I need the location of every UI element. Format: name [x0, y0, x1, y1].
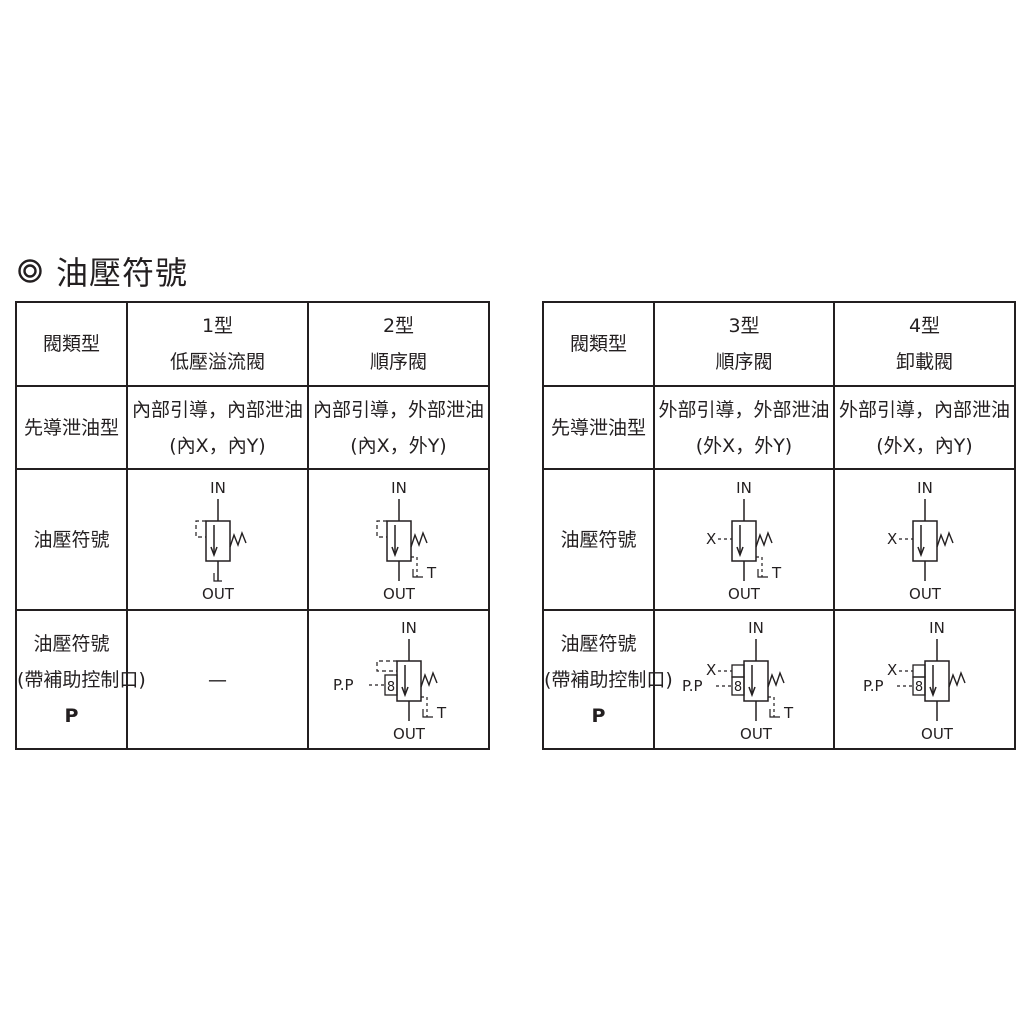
- pp-label: P.P: [682, 677, 703, 695]
- pp-label: P.P: [863, 677, 884, 695]
- in-label: IN: [210, 479, 226, 497]
- empty-mark: —: [126, 609, 309, 750]
- valve-symbol-type1: IN OUT: [194, 479, 247, 603]
- x-label: X: [887, 530, 897, 548]
- symbol-cell: IN OUT: [126, 468, 309, 611]
- out-label: OUT: [393, 725, 426, 743]
- x-label: X: [706, 661, 716, 679]
- in-label: IN: [401, 619, 417, 637]
- valve-name: 順序閥: [369, 351, 427, 373]
- valve-type: 2型: [382, 315, 415, 337]
- pp-mark: 8: [386, 680, 394, 695]
- row-label-line2: (帶補助控制口): [17, 668, 146, 691]
- title-block: 油壓符號: [18, 248, 188, 294]
- t-label: T: [426, 564, 437, 582]
- pilot-line2: (內X，外Y): [350, 434, 447, 457]
- pilot-cell: 內部引導，內部泄油 (內X，內Y): [126, 385, 309, 470]
- pilot-line2: (內X，內Y): [169, 434, 266, 457]
- row-label-line1: 油壓符號: [560, 632, 637, 655]
- valve-symbol-type2-aux: IN 8 P.P T OUT: [333, 619, 447, 743]
- symbol-cell: IN X T OUT: [653, 468, 835, 611]
- in-label: IN: [748, 619, 764, 637]
- column-header: 2型 順序閥: [307, 301, 490, 387]
- valve-table-right: 閥類型 3型 順序閥 4型 卸載閥 先導泄油型 外部引導，外部泄油 (外X，外Y…: [542, 301, 1016, 750]
- pilot-line1: 外部引導，外部泄油: [658, 398, 830, 421]
- pilot-line1: 內部引導，內部泄油: [131, 398, 303, 421]
- row-label-line1: 油壓符號: [33, 632, 110, 655]
- valve-symbol-type4: IN X OUT: [887, 479, 954, 603]
- symbol-cell: IN X OUT: [833, 468, 1016, 611]
- valve-name: 順序閥: [715, 351, 773, 373]
- out-label: OUT: [740, 725, 773, 743]
- pilot-cell: 外部引導，外部泄油 (外X，外Y): [653, 385, 835, 470]
- double-circle-icon: [18, 259, 42, 283]
- out-label: OUT: [202, 585, 235, 603]
- valve-symbol-type4-aux: IN 8 X P.P OUT: [863, 619, 966, 743]
- out-label: OUT: [383, 585, 416, 603]
- pp-mark: 8: [734, 680, 742, 695]
- row-label-line2: (帶補助控制口): [544, 668, 673, 691]
- in-label: IN: [917, 479, 933, 497]
- pp-mark: 8: [914, 680, 922, 695]
- pilot-line1: 內部引導，外部泄油: [312, 398, 484, 421]
- row-label-line3: P: [591, 704, 606, 727]
- header-label: 閥類型: [15, 301, 128, 387]
- row-label-pilot: 先導泄油型: [542, 385, 655, 470]
- valve-type: 4型: [908, 315, 941, 337]
- out-label: OUT: [909, 585, 942, 603]
- pilot-cell: 外部引導，內部泄油 (外X，內Y): [833, 385, 1016, 470]
- valve-name: 低壓溢流閥: [169, 351, 265, 373]
- valve-name: 卸載閥: [895, 351, 953, 373]
- page-title: 油壓符號: [56, 254, 189, 292]
- row-label-symbol: 油壓符號: [15, 468, 128, 611]
- in-label: IN: [391, 479, 407, 497]
- x-label: X: [706, 530, 716, 548]
- valve-symbol-type3-aux: IN 8 X P.P T OUT: [682, 619, 794, 743]
- in-label: IN: [929, 619, 945, 637]
- valve-type: 3型: [728, 315, 760, 337]
- column-header: 3型 順序閥: [653, 301, 835, 387]
- in-label: IN: [736, 479, 752, 497]
- valve-symbol-type2: IN T OUT: [375, 479, 437, 603]
- symbol-cell: IN 8 X P.P OUT: [833, 609, 1016, 750]
- t-label: T: [783, 704, 794, 722]
- pilot-line2: (外X，內Y): [876, 434, 973, 457]
- t-label: T: [436, 704, 447, 722]
- row-label-pilot: 先導泄油型: [15, 385, 128, 470]
- row-label-symbol: 油壓符號: [542, 468, 655, 611]
- row-label-symbol-aux: 油壓符號 (帶補助控制口) P: [542, 609, 673, 750]
- out-label: OUT: [728, 585, 761, 603]
- row-label-line3: P: [64, 704, 79, 727]
- valve-symbol-type3: IN X T OUT: [706, 479, 782, 603]
- valve-table-left: 閥類型 1型 低壓溢流閥 2型 順序閥 先導泄油型 內部引導，內部泄油 (內X，…: [15, 301, 490, 750]
- t-label: T: [771, 564, 782, 582]
- symbol-cell: IN 8 X P.P T OUT: [653, 609, 835, 750]
- pp-label: P.P: [333, 676, 354, 694]
- pilot-line2: (外X，外Y): [695, 434, 793, 457]
- x-label: X: [887, 661, 897, 679]
- column-header: 1型 低壓溢流閥: [126, 301, 309, 387]
- column-header: 4型 卸載閥: [833, 301, 1016, 387]
- out-label: OUT: [921, 725, 954, 743]
- valve-type: 1型: [201, 315, 234, 337]
- pilot-cell: 內部引導，外部泄油 (內X，外Y): [307, 385, 490, 470]
- symbol-cell: IN 8 P.P T OUT: [307, 609, 490, 750]
- row-label-symbol-aux: 油壓符號 (帶補助控制口) P: [15, 609, 146, 750]
- header-label: 閥類型: [542, 301, 655, 387]
- symbol-cell: IN T OUT: [307, 468, 490, 611]
- pilot-line1: 外部引導，內部泄油: [838, 398, 1010, 421]
